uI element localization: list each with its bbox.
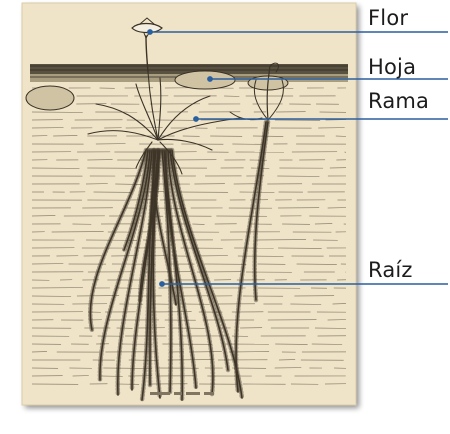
- label-hoja: Hoja: [368, 55, 416, 79]
- label-flor: Flor: [368, 6, 408, 30]
- plate-caption-mark: [150, 392, 214, 395]
- label-raiz: Raíz: [368, 258, 413, 282]
- label-rama: Rama: [368, 89, 429, 113]
